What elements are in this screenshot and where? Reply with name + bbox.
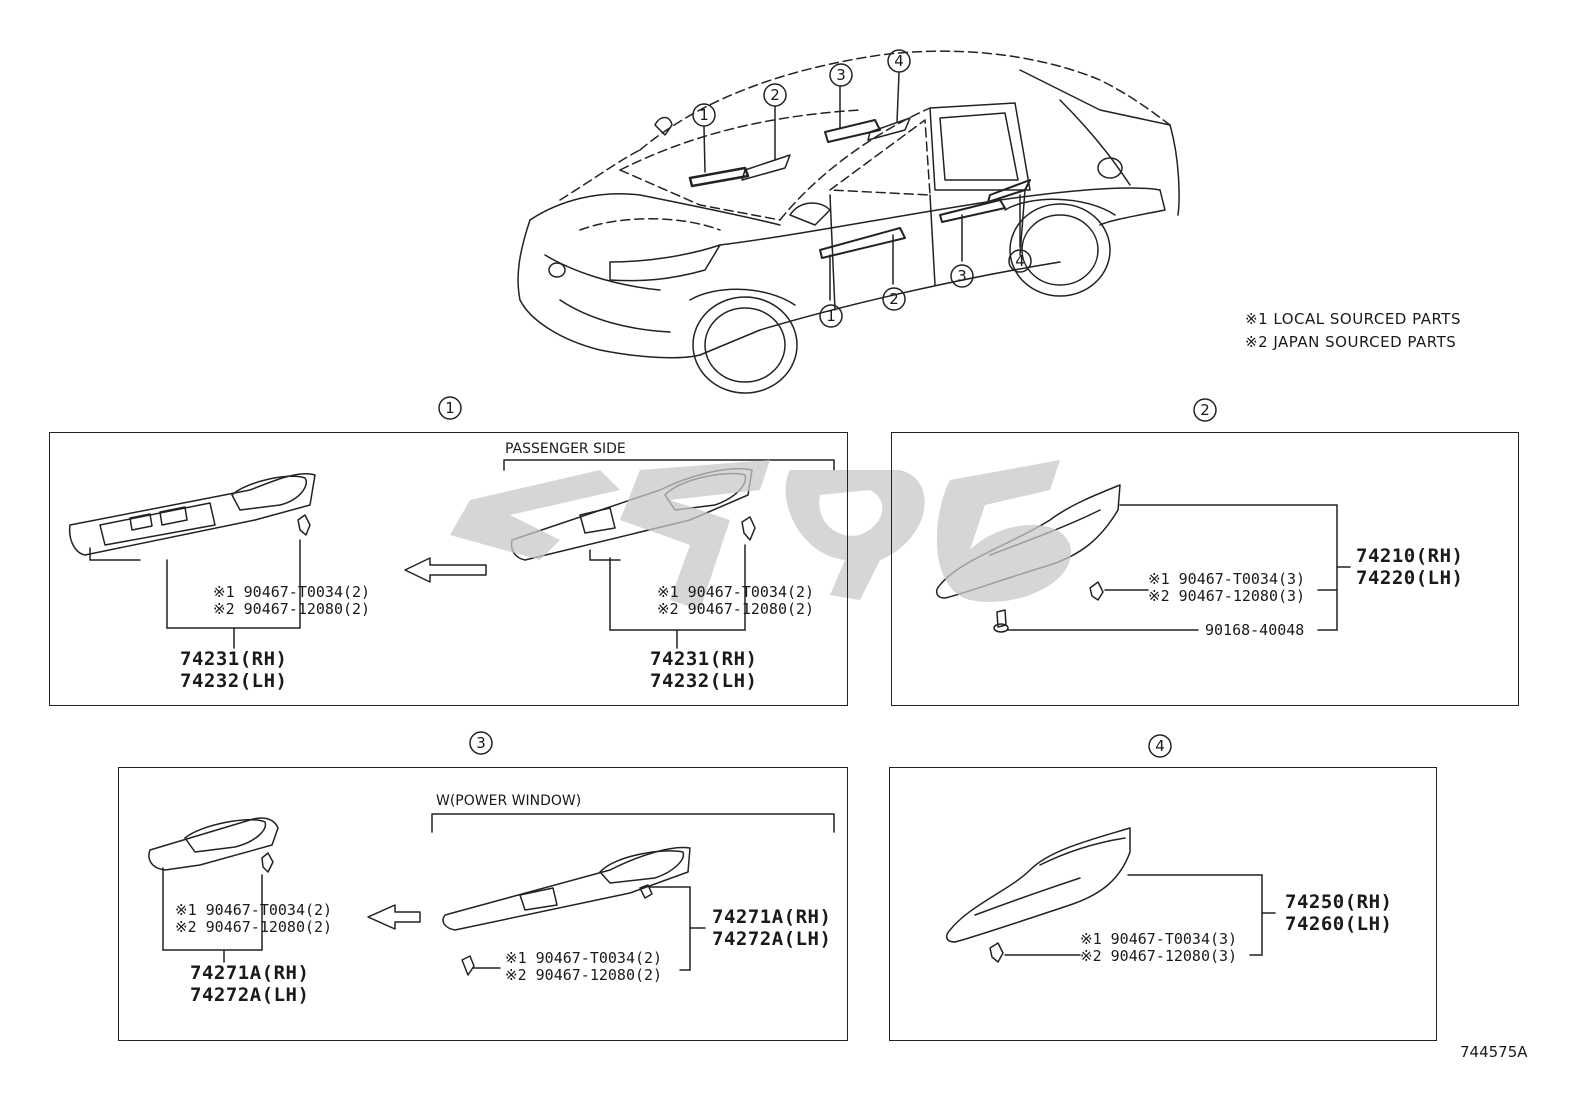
overview-callout-2: 2 <box>770 86 780 104</box>
section2-panel <box>891 432 1519 706</box>
s2-part-lh: 74220(LH) <box>1356 567 1464 589</box>
power-window-label: W(POWER WINDOW) <box>436 793 582 809</box>
s3-left-part-rh: 74271A(RH) <box>190 962 310 984</box>
s4-clip-local: ※1 90467-T0034(3) <box>1080 930 1238 948</box>
overview-side-callout-1: 1 <box>826 307 836 325</box>
passenger-side-label: PASSENGER SIDE <box>505 441 626 457</box>
section3-marker: 3 <box>476 734 486 752</box>
s3-right-clip-local: ※1 90467-T0034(2) <box>505 949 663 967</box>
s1-left-part-rh: 74231(RH) <box>180 648 288 670</box>
watermark <box>450 460 1072 610</box>
s3-left-clip-japan: ※2 90467-12080(2) <box>175 918 333 936</box>
s3-left-part-lh: 74272A(LH) <box>190 984 310 1006</box>
section1-marker: 1 <box>445 399 455 417</box>
s2-clip-japan: ※2 90467-12080(3) <box>1148 587 1306 605</box>
section4-marker: 4 <box>1155 737 1165 755</box>
s3-right-part-lh: 74272A(LH) <box>712 928 832 950</box>
overview-callout-3: 3 <box>836 66 846 84</box>
section2-marker: 2 <box>1200 401 1210 419</box>
s1-left-part-lh: 74232(LH) <box>180 670 288 692</box>
overview-side-callout-4: 4 <box>1015 252 1025 270</box>
s2-clip-local: ※1 90467-T0034(3) <box>1148 570 1306 588</box>
section4-panel <box>889 767 1437 1041</box>
legend-note-japan: ※2 JAPAN SOURCED PARTS <box>1245 333 1457 351</box>
section3-panel <box>118 767 848 1041</box>
overview-callout-4: 4 <box>894 52 904 70</box>
section1-panel <box>49 432 848 706</box>
s3-left-clip-local: ※1 90467-T0034(2) <box>175 901 333 919</box>
s2-screw: 90168-40048 <box>1205 621 1305 639</box>
section3-parts <box>148 813 835 976</box>
s1-right-clip-local: ※1 90467-T0034(2) <box>657 583 815 601</box>
s1-left-clip-local: ※1 90467-T0034(2) <box>213 583 371 601</box>
overview-side-callout-2: 2 <box>889 290 899 308</box>
overview-side-callout-3: 3 <box>957 267 967 285</box>
s4-part-rh: 74250(RH) <box>1285 891 1393 913</box>
car-overview-drawing <box>517 49 1180 394</box>
s2-part-rh: 74210(RH) <box>1356 545 1464 567</box>
overview-callout-1: 1 <box>699 106 709 124</box>
s1-right-part-rh: 74231(RH) <box>650 648 758 670</box>
s3-right-part-rh: 74271A(RH) <box>712 906 832 928</box>
s1-right-clip-japan: ※2 90467-12080(2) <box>657 600 815 618</box>
s4-part-lh: 74260(LH) <box>1285 913 1393 935</box>
figure-id: 744575A <box>1460 1043 1528 1061</box>
legend-note-local: ※1 LOCAL SOURCED PARTS <box>1245 310 1461 328</box>
s4-clip-japan: ※2 90467-12080(3) <box>1080 947 1238 965</box>
section4-parts <box>945 827 1276 963</box>
s1-left-clip-japan: ※2 90467-12080(2) <box>213 600 371 618</box>
s1-right-part-lh: 74232(LH) <box>650 670 758 692</box>
s3-right-clip-japan: ※2 90467-12080(2) <box>505 966 663 984</box>
